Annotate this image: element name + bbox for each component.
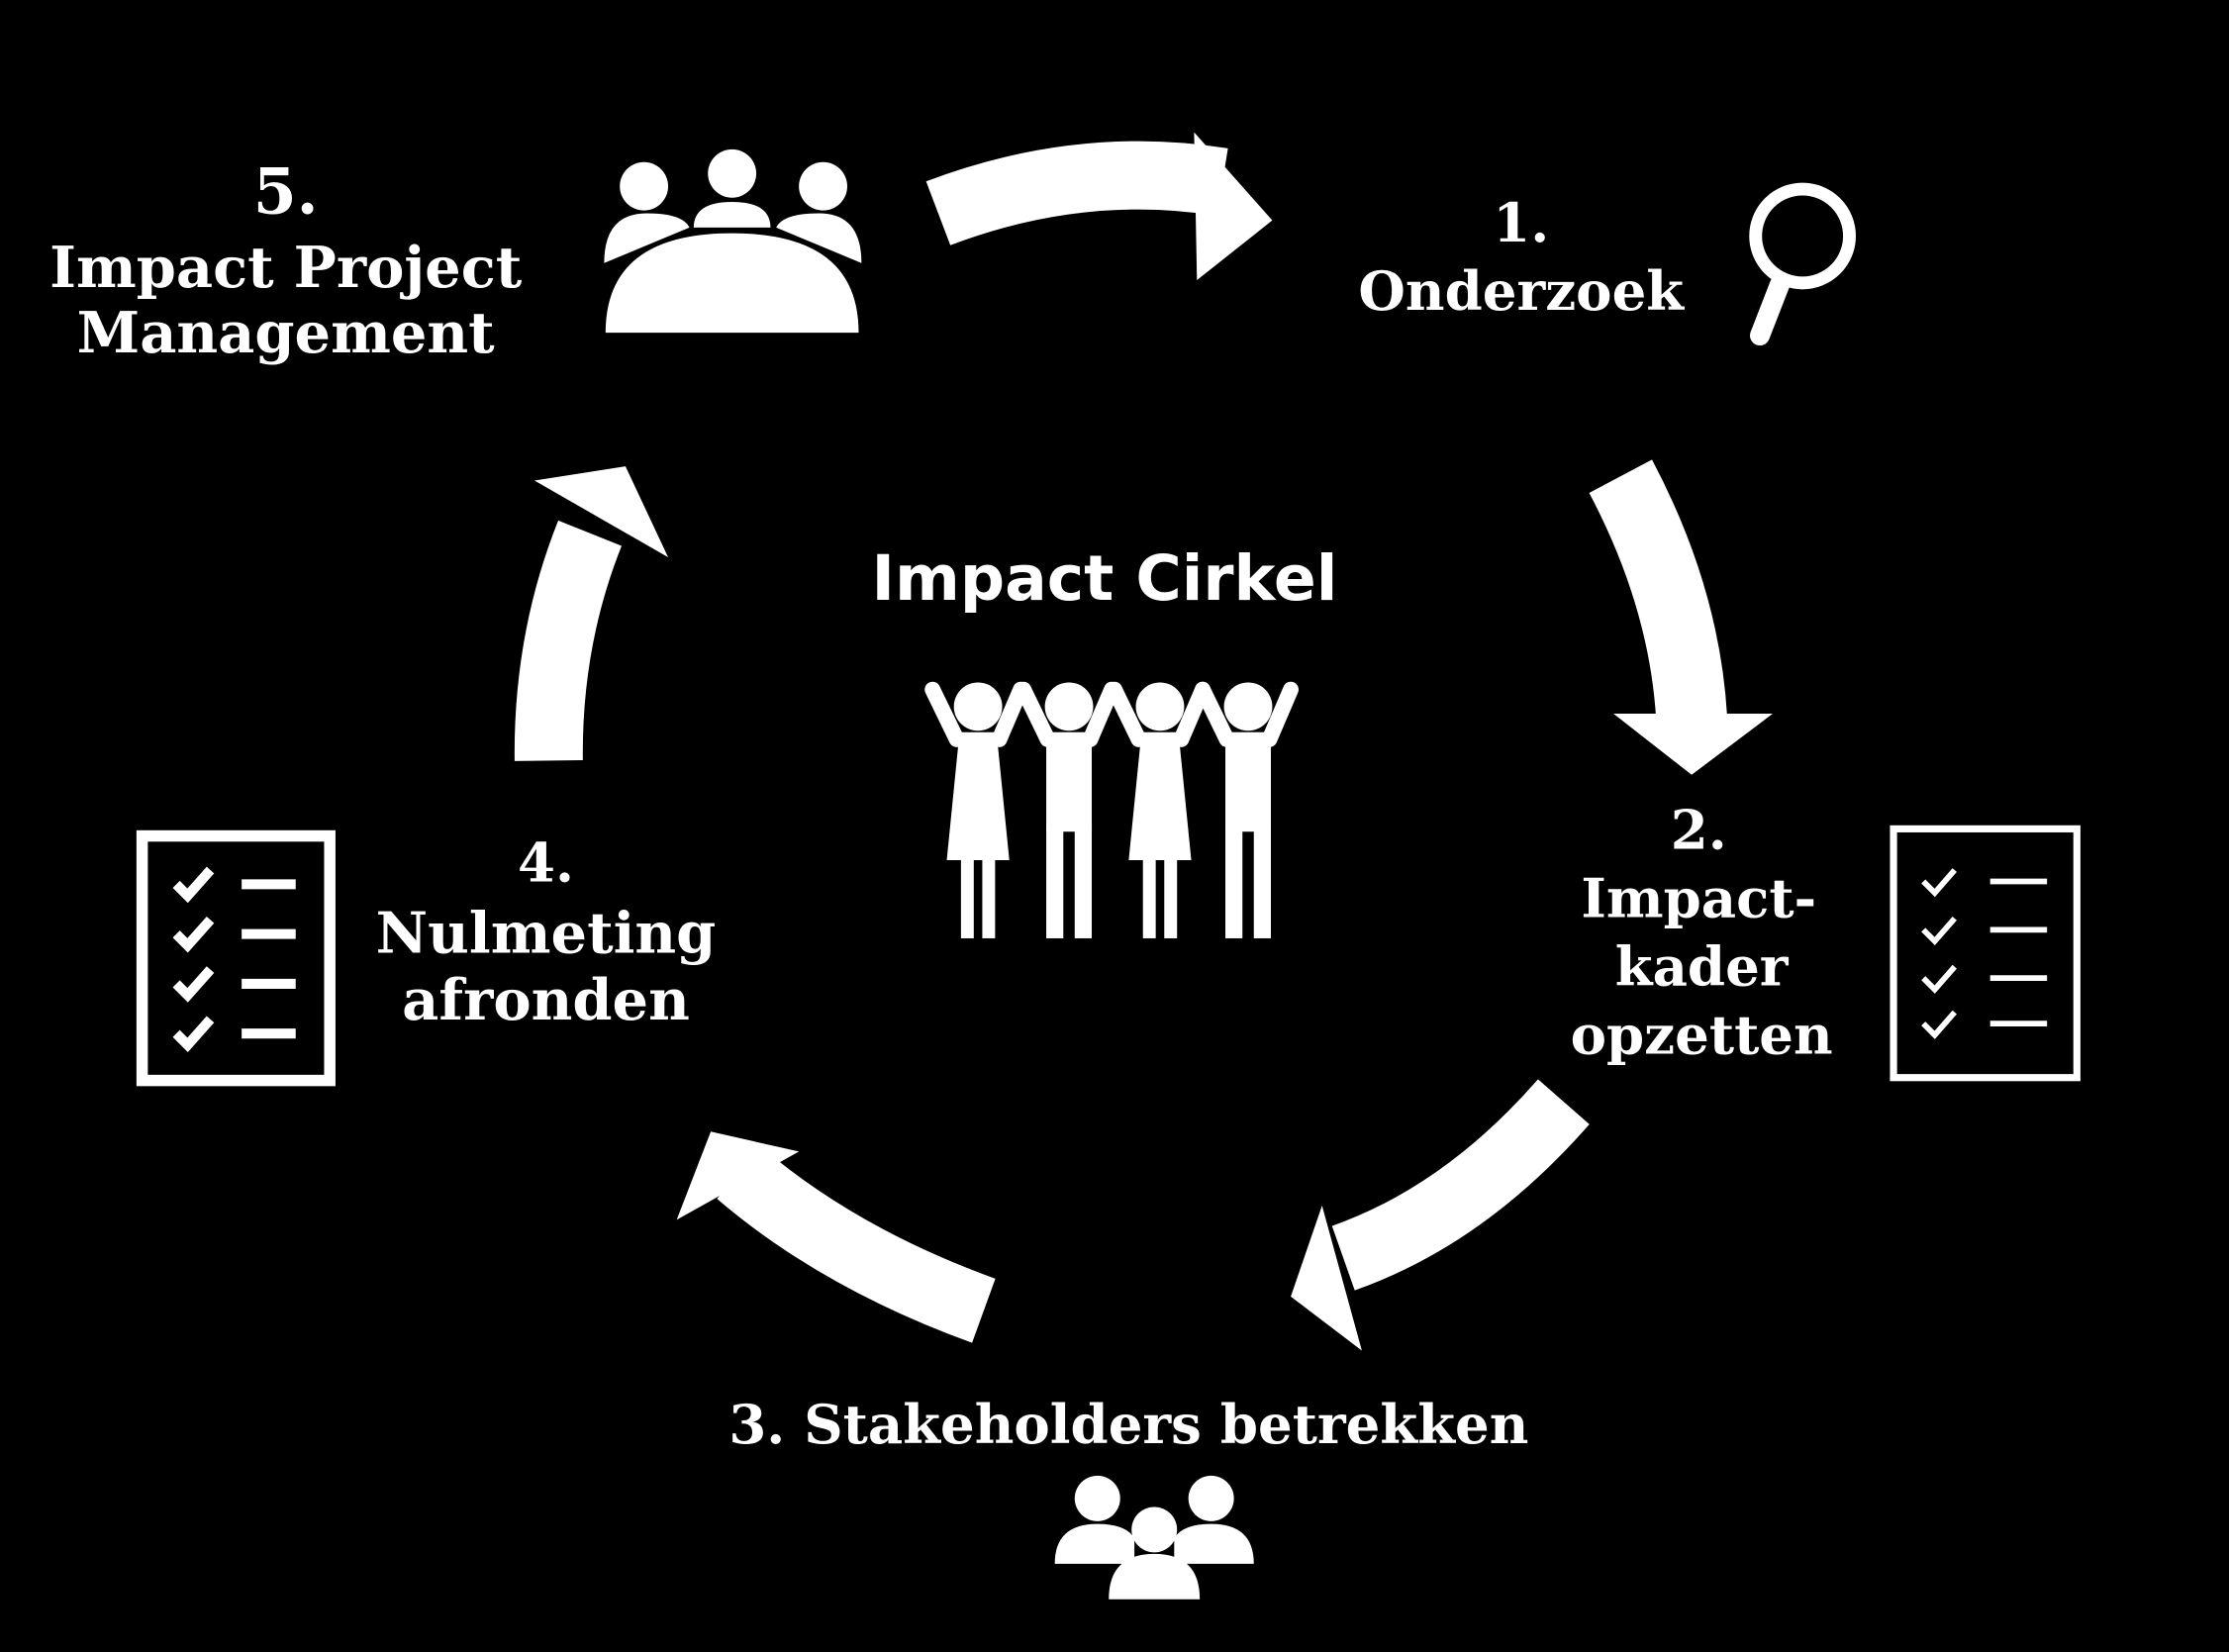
arrow-1-to-2	[1589, 459, 1773, 775]
step-2-label-line-2: kader	[1615, 934, 1790, 998]
step-2-label-line-3: opzetten	[1571, 1003, 1833, 1066]
step-5-label-line-1: Impact Project	[49, 234, 523, 301]
step-2-number: 2.	[1671, 798, 1727, 861]
step-1-number: 1.	[1493, 191, 1549, 254]
step-4: 4. Nulmeting afronden	[136, 829, 717, 1087]
meeting-icon	[604, 148, 862, 334]
step-4-label-line-2: afronden	[402, 966, 690, 1033]
arrow-2-to-3	[1291, 1079, 1590, 1351]
diagram-title: Impact Cirkel	[871, 541, 1337, 615]
arrow-4-to-5	[514, 466, 669, 761]
arrow-5-to-1	[925, 132, 1273, 280]
step-2: 2. Impact- kader opzetten	[1571, 798, 2081, 1082]
step-5-number: 5.	[253, 154, 319, 228]
cheering-people-icon	[924, 681, 1299, 938]
group-icon	[1054, 1475, 1254, 1600]
checklist-icon	[1890, 825, 2081, 1082]
step-3-label: 3. Stakeholders betrekken	[728, 1393, 1528, 1456]
arrow-3-to-4	[676, 1131, 996, 1343]
step-5-label-line-2: Management	[77, 299, 496, 366]
checklist-icon	[136, 829, 336, 1087]
step-1-label: Onderzoek	[1358, 259, 1685, 323]
step-3: 3. Stakeholders betrekken	[728, 1393, 1528, 1600]
step-4-label-line-1: Nulmeting	[376, 899, 717, 966]
step-2-label-line-1: Impact-	[1581, 866, 1816, 929]
step-4-number: 4.	[518, 831, 574, 895]
step-1: 1. Onderzoek	[1358, 182, 1856, 346]
magnifier-icon	[1749, 182, 1856, 346]
step-5: 5. Impact Project Management	[49, 148, 862, 366]
